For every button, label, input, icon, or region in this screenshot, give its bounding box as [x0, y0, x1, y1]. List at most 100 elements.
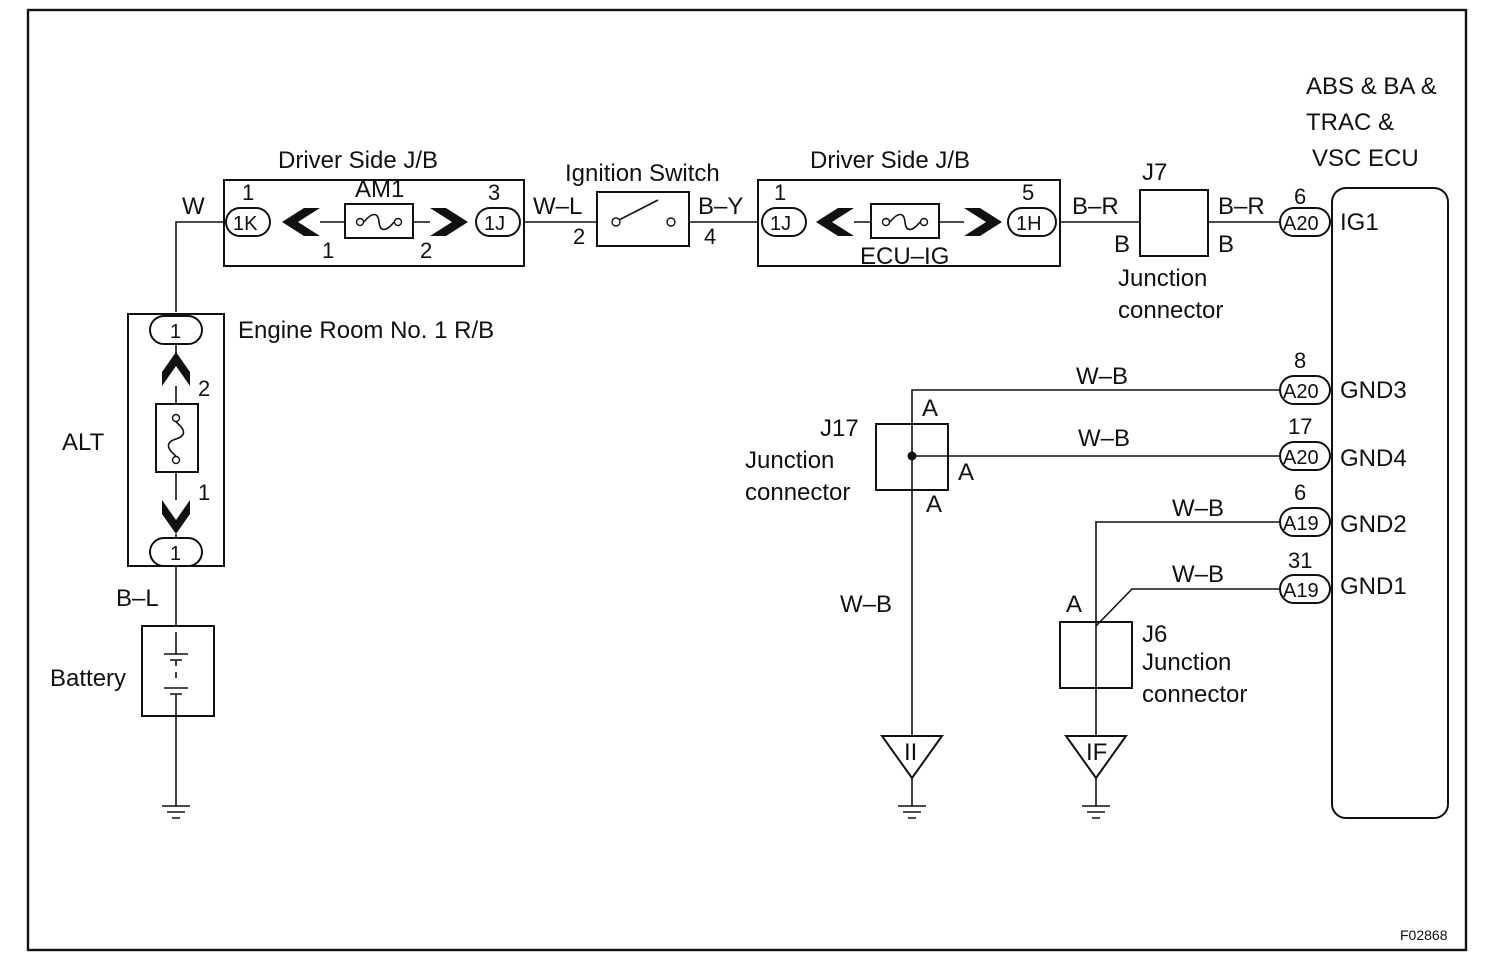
- ecu-name-line-3: VSC ECU: [1312, 145, 1419, 172]
- chevron-right-icon: [964, 208, 1002, 236]
- fuse-am1: [344, 203, 414, 239]
- connector-1j-right: [761, 207, 807, 237]
- connector-a20-gnd3-label: A20: [1283, 381, 1319, 403]
- fuse-ecu-ig: [870, 203, 940, 239]
- ground-icon: [162, 805, 190, 819]
- fuse-symbol-icon: [889, 213, 921, 231]
- wire-w-l-label: W–L: [533, 193, 582, 220]
- ground-point-ii: II: [880, 735, 944, 819]
- splice-point: [907, 451, 917, 461]
- ecu-terminal-gnd4: GND4: [1340, 445, 1407, 472]
- fusible-link-alt: [155, 403, 199, 473]
- junction-j17: J17 Junction connector A A A: [745, 395, 974, 518]
- abs-vsc-ecu: ABS & BA & TRAC & VSC ECU IG1 GND3 GND4 …: [1306, 73, 1449, 819]
- pin-label: 1: [198, 480, 210, 505]
- engine-room-rb: Engine Room No. 1 R/B 1 2 1 1: [127, 313, 494, 567]
- wire-w-b-gnd1: [1095, 588, 1280, 627]
- battery-label: Battery: [50, 665, 126, 692]
- pin-label: A: [1066, 591, 1082, 618]
- ground-point-if: IF: [1064, 735, 1128, 819]
- ignition-switch: Ignition Switch 2 4: [565, 160, 720, 249]
- pin-label: 2: [573, 224, 585, 249]
- chevron-left-icon: [282, 208, 320, 236]
- junction-j6: A J6 Junction connector: [1059, 591, 1247, 708]
- wire-w-b-gnd4-label: W–B: [1078, 425, 1130, 452]
- battery-icon: [164, 632, 188, 716]
- ecu-terminal-gnd3: GND3: [1340, 377, 1407, 404]
- ecu-name-line-1: ABS & BA &: [1306, 73, 1437, 100]
- fuse-ecu-ig-label: ECU–IG: [860, 243, 949, 270]
- wire-w: [175, 221, 224, 312]
- junction-j7: J7 B B Junction connector: [1114, 159, 1234, 324]
- junction-j6-desc-1: Junction: [1142, 649, 1231, 676]
- junction-j7-desc-2: connector: [1118, 297, 1223, 324]
- diagram-frame: [26, 8, 1468, 952]
- driver-jb-left-label: Driver Side J/B: [278, 147, 438, 174]
- wire-w-label: W: [182, 193, 205, 220]
- connector-a20-ig1: [1279, 207, 1331, 237]
- pin-label: B: [1114, 231, 1130, 258]
- ground-icon: [1082, 805, 1110, 819]
- pin-label: 17: [1288, 414, 1312, 439]
- junction-j7-desc-1: Junction: [1118, 265, 1207, 292]
- wire-b-r-2-label: B–R: [1218, 193, 1265, 220]
- fuse-am1-label: AM1: [355, 176, 404, 203]
- junction-j6-desc-2: connector: [1142, 681, 1247, 708]
- wire-w-b-gnd2-label: W–B: [1172, 495, 1224, 522]
- pin-label: A: [926, 491, 942, 518]
- pin-label: B: [1218, 231, 1234, 258]
- ground-icon: [898, 805, 926, 819]
- pin-label: A: [922, 395, 938, 422]
- wire-w-b-gnd1-label: W–B: [1172, 561, 1224, 588]
- switch-contact-icon: [618, 199, 659, 221]
- connector-1j-left-label: 1J: [484, 213, 505, 235]
- pin-label: 4: [704, 224, 716, 249]
- connector-rb-top-label: 1: [170, 321, 181, 343]
- pin-label: A: [958, 459, 974, 486]
- alt-label: ALT: [62, 429, 105, 456]
- junction-j7-label: J7: [1142, 159, 1167, 186]
- wire-w-b-gnd3: [911, 389, 1280, 736]
- ground-if-label: IF: [1086, 739, 1107, 766]
- pin-label: 1: [242, 180, 254, 205]
- wire-b-r-1-label: B–R: [1072, 193, 1119, 220]
- pin-label: 3: [488, 180, 500, 205]
- driver-jb-right: Driver Side J/B 1J 1H ECU–IG 1 5: [757, 147, 1061, 270]
- connector-a19-gnd1-label: A19: [1283, 580, 1319, 602]
- wire-w-b-gnd2: [1095, 521, 1280, 736]
- pin-label: 6: [1294, 480, 1306, 505]
- chevron-up-icon: [162, 352, 190, 386]
- ecu-terminal-gnd2: GND2: [1340, 511, 1407, 538]
- driver-jb-right-label: Driver Side J/B: [810, 147, 970, 174]
- connector-1k: [225, 207, 271, 237]
- engine-room-rb-label: Engine Room No. 1 R/B: [238, 317, 494, 344]
- fuse-symbol-icon: [363, 213, 395, 231]
- ecu-name-line-2: TRAC &: [1306, 109, 1394, 136]
- pin-label: 1: [322, 238, 334, 263]
- junction-j6-label: J6: [1142, 621, 1167, 648]
- connector-1k-label: 1K: [233, 213, 258, 235]
- pin-label: 2: [420, 238, 432, 263]
- connector-1j-left: [475, 207, 521, 237]
- connector-a19-gnd2-label: A19: [1283, 513, 1319, 535]
- connector-rb-bottom-label: 1: [170, 543, 181, 565]
- connector-1h: [1007, 207, 1057, 237]
- pin-label: 1: [774, 180, 786, 205]
- ignition-switch-label: Ignition Switch: [565, 160, 720, 187]
- connector-a20-gnd4-label: A20: [1283, 447, 1319, 469]
- pin-label: 8: [1294, 348, 1306, 373]
- battery: Battery: [50, 625, 215, 717]
- pin-label: 31: [1288, 548, 1312, 573]
- junction-j17-desc-1: Junction: [745, 447, 834, 474]
- ecu-terminal-gnd1: GND1: [1340, 573, 1407, 600]
- pin-label: 6: [1294, 184, 1306, 209]
- wire-b-y-label: B–Y: [698, 193, 743, 220]
- connector-1h-label: 1H: [1016, 213, 1042, 235]
- ground-ii-label: II: [904, 739, 917, 766]
- ecu-terminal-ig1: IG1: [1340, 209, 1379, 236]
- connector-a20-ig1-label: A20: [1283, 213, 1319, 235]
- connector-1j-right-label: 1J: [770, 213, 791, 235]
- pin-label: 5: [1022, 180, 1034, 205]
- junction-j17-desc-2: connector: [745, 479, 850, 506]
